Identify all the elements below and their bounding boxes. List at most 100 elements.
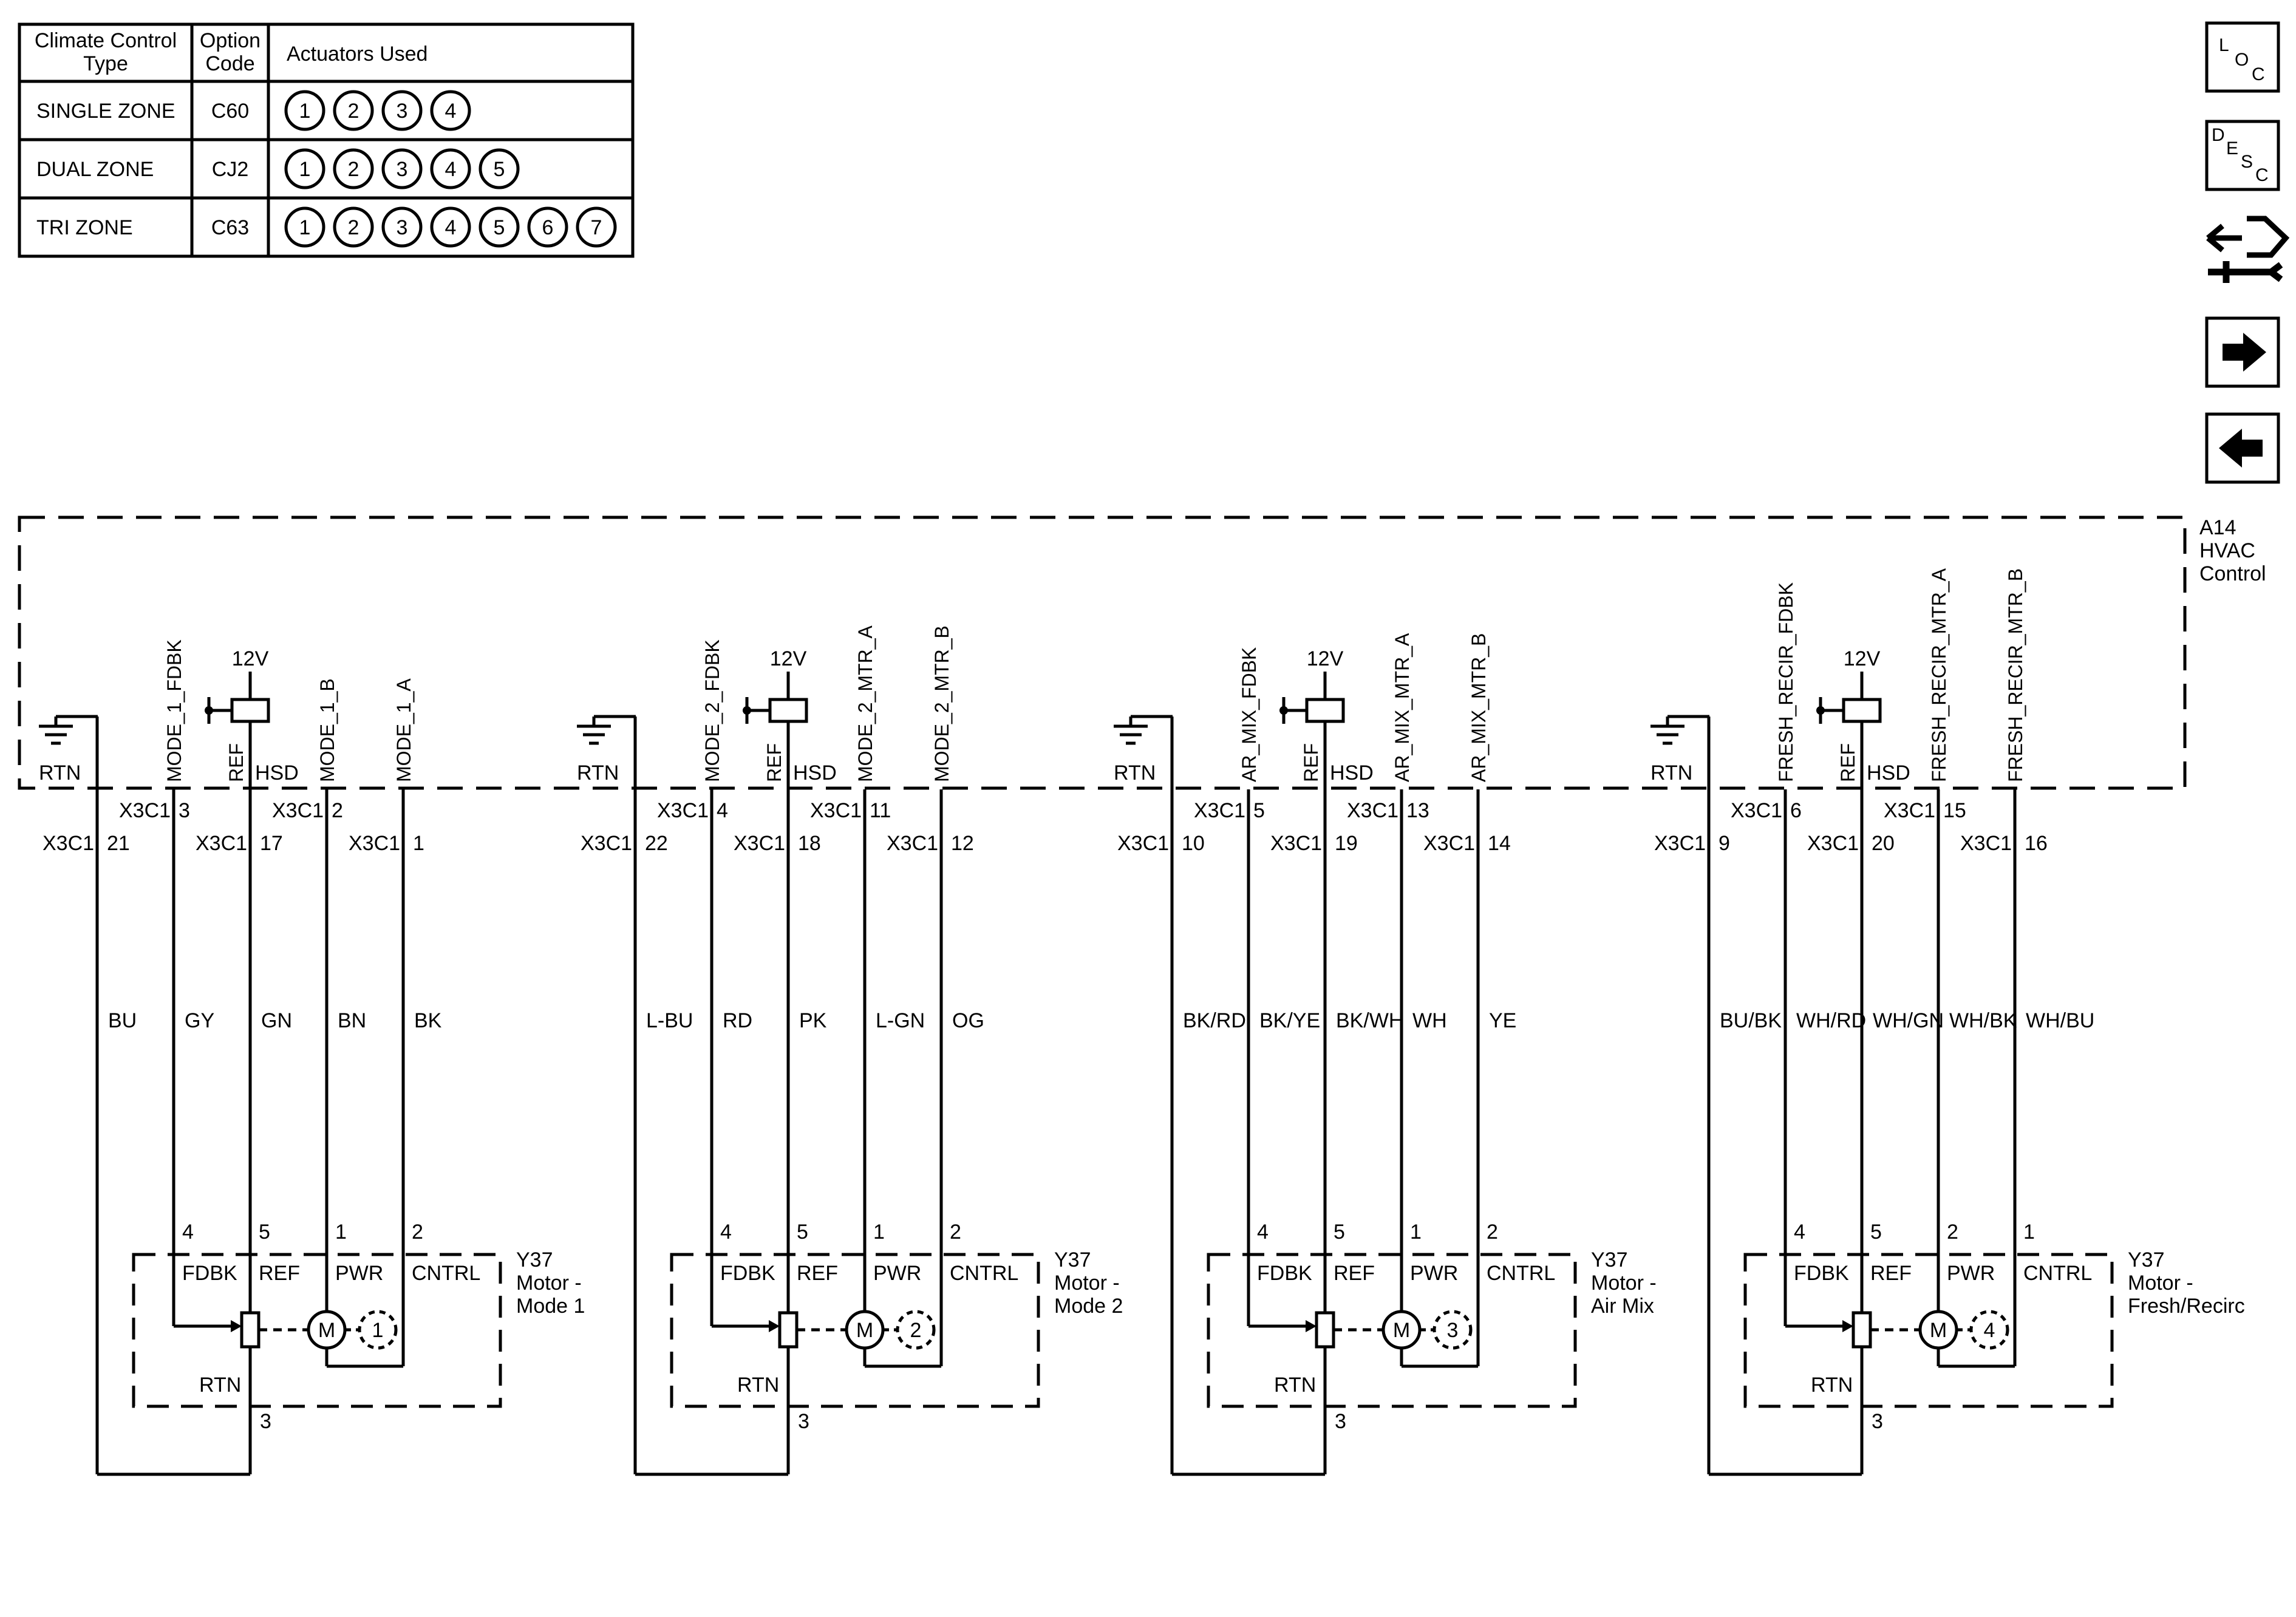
- pin-number: 21: [107, 832, 130, 855]
- motor-pin-number: 1: [1410, 1220, 1422, 1244]
- module-name-line1: HVAC: [2199, 539, 2255, 562]
- motor-rtn-label: RTN: [1811, 1374, 1853, 1397]
- connector-label: X3C1: [734, 832, 785, 855]
- pin-number: 5: [1253, 799, 1265, 822]
- motor-ref: Y37: [2128, 1248, 2165, 1271]
- connector-label: X3C1: [1884, 799, 1935, 822]
- wiper-arrow-icon: [1306, 1320, 1317, 1332]
- module-ref: A14: [2199, 516, 2236, 539]
- fdbk-signal-label: FRESH_RECIR_FDBK: [1775, 582, 1797, 782]
- motor-pin-number: 2: [412, 1220, 423, 1244]
- supply-label: 12V: [1844, 647, 1881, 670]
- pin-number: 17: [260, 832, 283, 855]
- motor-name-line2: Fresh/Recirc: [2128, 1295, 2245, 1318]
- actuator-callout-circle: [1432, 1310, 1473, 1350]
- header-type-line2: Type: [83, 52, 128, 75]
- connector-label: X3C1: [1194, 799, 1245, 822]
- ref-signal-label: REF: [1837, 743, 1859, 782]
- wire-color-label: WH/GN: [1873, 1009, 1944, 1032]
- actuator-callout-circle: [1969, 1310, 2009, 1350]
- motor-pin-number: 2: [950, 1220, 961, 1244]
- desc-button[interactable]: D E S C: [2205, 120, 2280, 191]
- motor-boundary: [670, 1253, 1040, 1408]
- connector-label: X3C1: [196, 832, 247, 855]
- wire-color-label: OG: [952, 1009, 984, 1032]
- actuator-circle: [430, 148, 471, 189]
- motor-pin-label: CNTRL: [1487, 1262, 1555, 1285]
- motor-rtn-pin: 3: [260, 1410, 271, 1433]
- header-actuators: Actuators Used: [287, 43, 428, 66]
- connector-label: X3C1: [1423, 832, 1475, 855]
- arrow-left-icon: [2219, 429, 2263, 468]
- motor-name-line1: Motor -: [516, 1271, 582, 1295]
- connector-label: X3C1: [43, 832, 94, 855]
- position-sensor: [240, 1311, 261, 1349]
- hsd-label: HSD: [793, 761, 837, 785]
- wire-color-label: YE: [1489, 1009, 1516, 1032]
- motor-pin-number: 2: [1947, 1220, 1958, 1244]
- motor-name-line2: Air Mix: [1591, 1295, 1654, 1318]
- actuator-circle: [333, 90, 374, 131]
- hsd-driver-box: [1842, 698, 1882, 723]
- loc-icon-o: O: [2235, 50, 2249, 70]
- motor-ref: Y37: [1054, 1248, 1091, 1271]
- loc-icon-c: C: [2252, 64, 2265, 84]
- wire-color-label: WH: [1412, 1009, 1447, 1032]
- motor-symbol: M: [1393, 1319, 1410, 1342]
- table-headers: Climate Control Type Option Code Actuato…: [35, 29, 428, 75]
- actuator-number: 5: [494, 216, 505, 239]
- actuator-circle: [284, 148, 325, 189]
- motor-pin-label: CNTRL: [2023, 1262, 2092, 1285]
- wire-color-label: L-BU: [646, 1009, 693, 1032]
- motor-rtn-pin: 3: [1335, 1410, 1346, 1433]
- desc-icon-c: C: [2255, 165, 2269, 185]
- motor-name-line1: Motor -: [1054, 1271, 1120, 1295]
- actuator-callout-number: 4: [1984, 1319, 1995, 1342]
- motor-symbol: M: [1930, 1319, 1947, 1342]
- connector-tool-button[interactable]: [2206, 216, 2290, 283]
- motor-pin-label: FDBK: [1794, 1262, 1849, 1285]
- actuator-callout-number: 3: [1447, 1319, 1459, 1342]
- wire-color-label: BK: [414, 1009, 442, 1032]
- motor-pin-number: 1: [335, 1220, 347, 1244]
- module-name-line2: Control: [2199, 562, 2266, 585]
- motor-a-signal-label: AR_MIX_MTR_A: [1391, 633, 1413, 782]
- actuator-circle: [430, 90, 471, 131]
- actuator-number: 1: [299, 158, 311, 181]
- motor-ref: Y37: [516, 1248, 553, 1271]
- motor-boundary: [132, 1253, 502, 1408]
- ref-signal-label: REF: [225, 743, 247, 782]
- position-sensor: [778, 1311, 799, 1349]
- connector-label: X3C1: [1960, 832, 2012, 855]
- hsd-driver-box: [1305, 698, 1345, 723]
- ground-label: RTN: [39, 761, 81, 785]
- actuator-number: 4: [445, 158, 457, 181]
- previous-button[interactable]: [2205, 412, 2280, 484]
- motor-pin-label: PWR: [1410, 1262, 1458, 1285]
- actuator-circle: [430, 206, 471, 248]
- wire-color-label: RD: [723, 1009, 752, 1032]
- motor-pin-label: PWR: [335, 1262, 383, 1285]
- supply-label: 12V: [232, 647, 269, 670]
- hvac-control-module-boundary: [18, 516, 2187, 790]
- actuator-circle: [576, 206, 617, 248]
- wire-color-label: BU/BK: [1720, 1009, 1782, 1032]
- actuator-number: 1: [299, 216, 311, 239]
- actuator-number: 3: [397, 216, 408, 239]
- next-button[interactable]: [2205, 316, 2280, 388]
- loc-button[interactable]: L O C: [2205, 21, 2280, 93]
- actuator-circle: [333, 206, 374, 248]
- ground-label: RTN: [1114, 761, 1156, 785]
- ref-signal-label: REF: [1300, 743, 1322, 782]
- wire-color-label: BK/YE: [1259, 1009, 1320, 1032]
- actuator-callout-circle: [358, 1310, 398, 1350]
